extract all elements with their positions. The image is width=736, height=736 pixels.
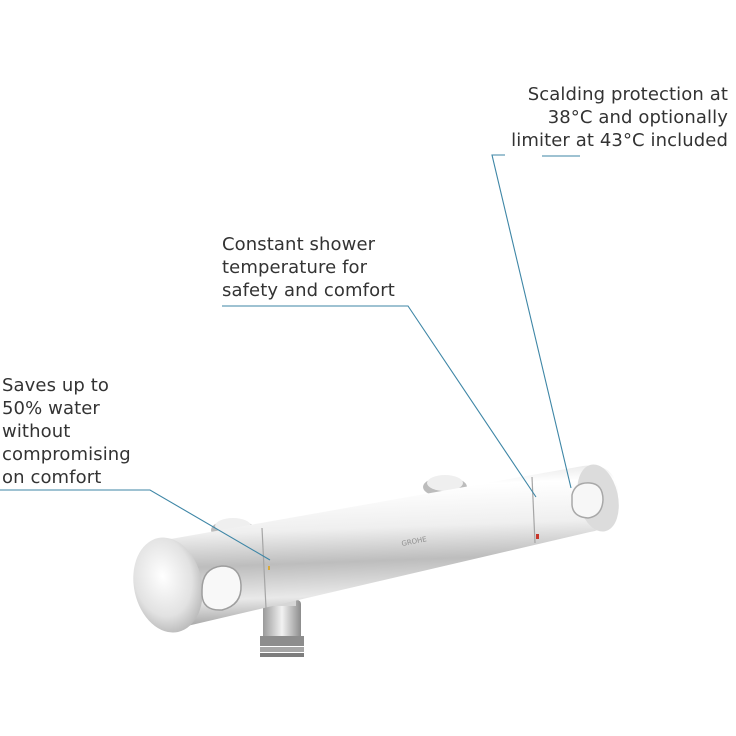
leader-line-water <box>0 489 271 561</box>
hot-marker <box>536 534 539 539</box>
flow-handle-button <box>201 565 242 611</box>
temperature-handle-button <box>571 482 604 519</box>
leader-line-temperature <box>222 305 537 498</box>
callout-scalding-protection: Scalding protection at 38°C and optional… <box>511 84 728 151</box>
leader-line-scalding <box>491 154 572 489</box>
leader-lines <box>0 154 580 561</box>
callout-constant-temperature: Constant shower temperature for safety a… <box>222 234 395 301</box>
callout-water-saving: Saves up to 50% water without compromisi… <box>2 375 131 488</box>
thermostat-body <box>133 464 619 633</box>
